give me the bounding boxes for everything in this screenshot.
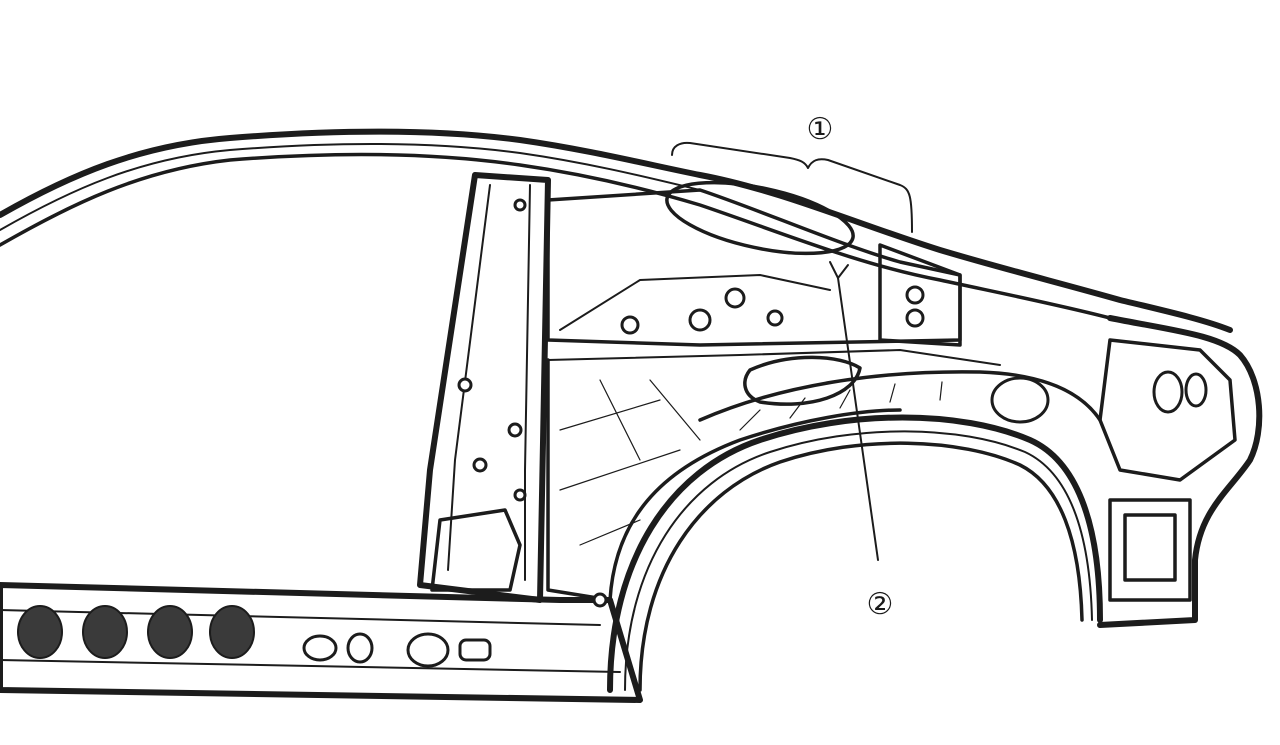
trunk-bracket-hole-2 [905,308,925,328]
b-pillar [417,172,551,603]
trunk-bracket [878,243,962,347]
callout-2-arrowhead [829,261,849,279]
rear-lamp-pocket [1098,338,1237,482]
rocker-sill [0,582,643,703]
roof-rail-inner [0,152,1112,320]
callout-1-ellipse [665,180,855,256]
b-pillar-inner-right [524,184,531,581]
wheelhouse-ribs [739,381,943,431]
wheelhouse-inner [698,370,1102,422]
rear-end-panel [1097,315,1263,628]
rear-wheel-arch [607,414,1103,693]
callout-label-1: ① [806,112,834,147]
callout-2-leader [837,277,879,561]
trunk-bracket-hole-1 [905,285,925,305]
callout-1-bracket [671,141,913,233]
quarter-lower-panel [546,358,902,602]
roof-rail-outer [0,128,1233,333]
rear-lamp-hole-2 [1184,372,1208,408]
rocker-holes [17,605,492,668]
quarter-lower-grid [559,379,701,546]
quarter-inner-brace [559,274,831,331]
b-pillar-inner-left [447,184,491,571]
wheelhouse-dome [990,376,1050,424]
rear-wheel-arch-flange [624,430,1093,691]
callout-label-2: ② [866,587,894,622]
c-pillar-panel [546,188,962,347]
quarter-holes [457,198,784,608]
quarter-inner-brace-2 [547,349,1001,366]
rear-lower-box [1108,498,1192,602]
access-panel-cutout [743,355,862,406]
rear-lamp-hole-1 [1152,370,1184,414]
rear-wheel-arch-inner [638,441,1084,692]
b-pillar-latch-plate [430,508,522,592]
roof-rail-detail [0,143,701,231]
rocker-sill-line-2 [0,659,621,673]
